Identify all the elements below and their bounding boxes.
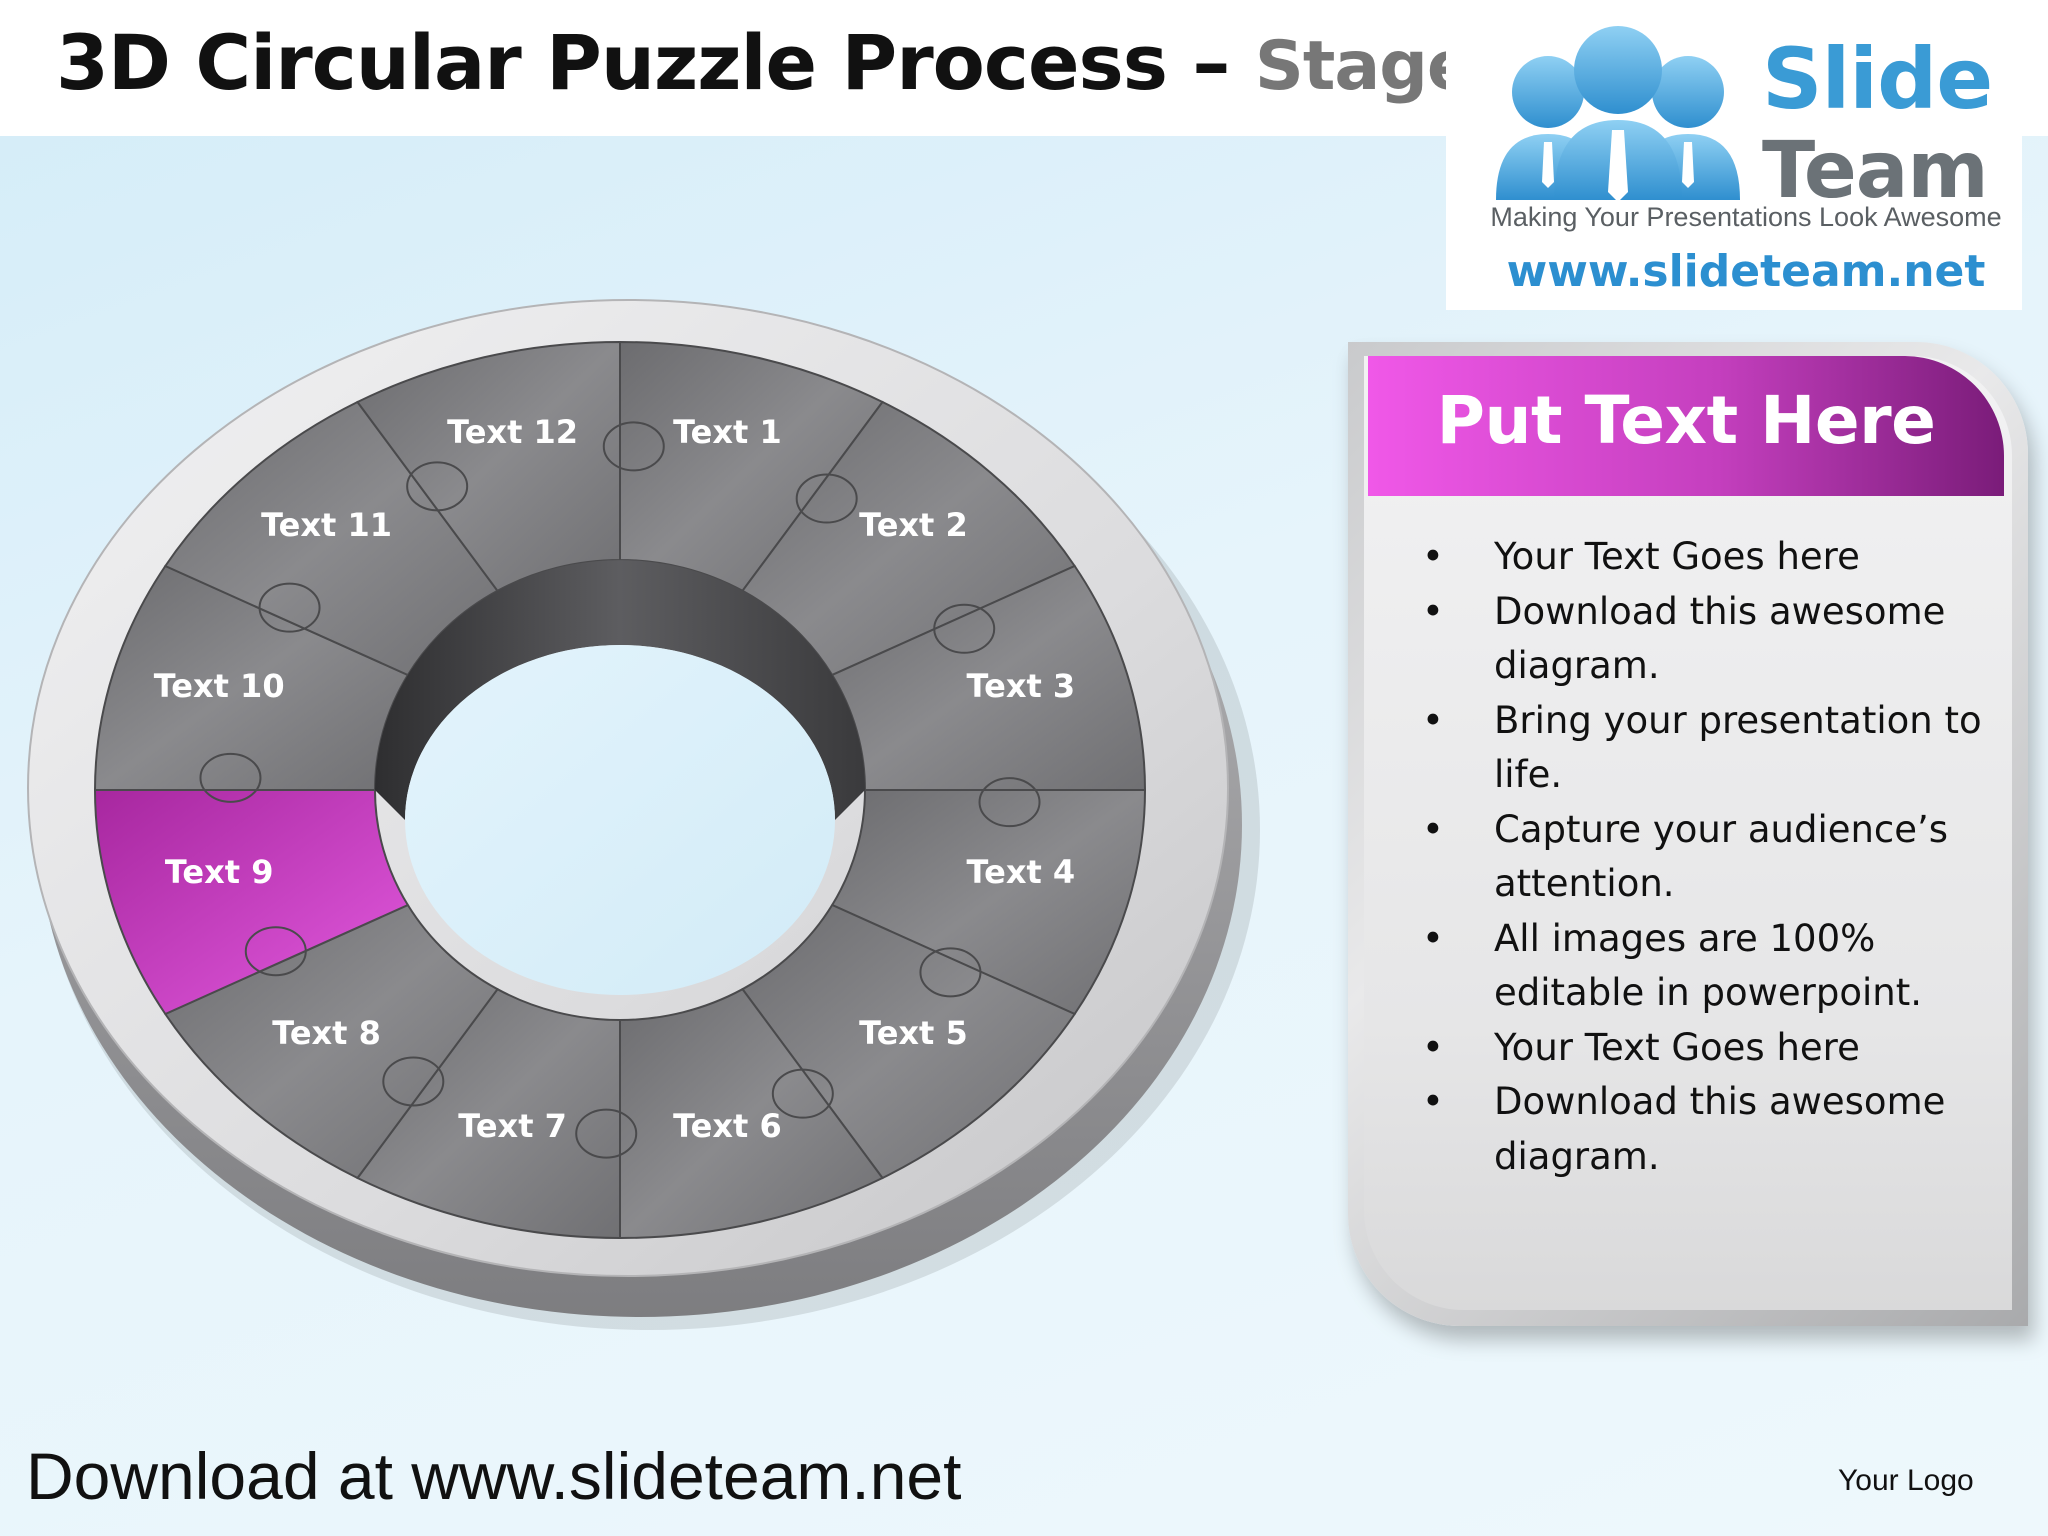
footer-logo-placeholder: Your Logo	[1838, 1464, 1974, 1497]
footer-download-link[interactable]: Download at www.slideteam.net	[26, 1439, 962, 1513]
bullet-dot-icon: •	[1422, 807, 1444, 851]
text-panel-header: Put Text Here	[1368, 356, 2004, 496]
bullet-item[interactable]: • Download this awesome diagram.	[1422, 585, 1982, 694]
puzzle-knob-5	[919, 947, 982, 998]
puzzle-piece-5[interactable]	[741, 903, 1077, 1180]
puzzle-piece-8[interactable]	[163, 903, 499, 1180]
puzzle-piece-7[interactable]	[355, 987, 621, 1240]
puzzle-piece-11[interactable]	[163, 400, 499, 677]
puzzle-piece-12[interactable]	[355, 340, 621, 593]
puzzle-piece-1[interactable]	[619, 340, 885, 593]
puzzle-pieces	[93, 340, 1147, 1240]
circular-puzzle-diagram: Text 1 Text 2 Text 3 Text 4 Text 5 Text 6 Text…	[27, 299, 1260, 1330]
inner-well	[375, 560, 865, 820]
logo-url[interactable]: www.slideteam.net	[1506, 246, 1986, 297]
puzzle-label-7: Text 7	[458, 1107, 567, 1145]
text-panel-body: Put Text Here • Your Text Goes here • Down…	[1364, 356, 2012, 1310]
puzzle-label-11: Text 11	[261, 506, 392, 544]
puzzle-label-10: Text 10	[154, 667, 285, 705]
puzzle-label-6: Text 6	[673, 1107, 782, 1145]
slide-title: 3D Circular Puzzle Process – Stages 12	[56, 18, 1628, 107]
puzzle-knob-7	[575, 1108, 638, 1159]
rim-edge	[27, 299, 1229, 1277]
bullet-dot-icon: •	[1422, 535, 1444, 578]
bullet-dot-icon: •	[1422, 698, 1444, 742]
puzzle-knob-2	[795, 473, 858, 524]
puzzle-piece-2[interactable]	[741, 400, 1077, 677]
puzzle-knob-1	[602, 421, 665, 472]
puzzle-label-12: Text 12	[447, 413, 578, 451]
bullet-item[interactable]: • All images are 100% editable in powerpo…	[1422, 912, 1982, 1021]
bullet-dot-icon: •	[1422, 1025, 1444, 1069]
bullet-item[interactable]: • Your Text Goes here	[1422, 1021, 1982, 1076]
logo-brand-top: Slide	[1762, 30, 1993, 128]
logo-tagline: Making Your Presentations Look Awesome	[1490, 202, 2002, 232]
bullet-text: Download this awesome diagram.	[1494, 589, 1946, 688]
bullet-text: Your Text Goes here	[1494, 535, 1860, 578]
bullet-item[interactable]: • Bring your presentation to life.	[1422, 694, 1982, 803]
bullet-dot-icon: •	[1422, 589, 1444, 633]
puzzle-knob-12	[406, 461, 469, 512]
puzzle-knob-3	[933, 603, 996, 654]
puzzle-knob-11	[258, 582, 321, 633]
bullet-item[interactable]: • Download this awesome diagram.	[1422, 1075, 1982, 1184]
puzzle-piece-4[interactable]	[830, 789, 1147, 1016]
puzzle-piece-9[interactable]	[93, 789, 410, 1016]
puzzle-label-3: Text 3	[967, 667, 1076, 705]
bullet-item[interactable]: • Capture your audience’s attention.	[1422, 803, 1982, 912]
bullet-text: Bring your presentation to life.	[1494, 698, 1982, 797]
bullet-list: • Your Text Goes here • Download this awes…	[1422, 530, 1982, 1184]
puzzle-piece-6[interactable]	[619, 987, 885, 1240]
bullet-text: All images are 100% editable in powerpoi…	[1494, 916, 1922, 1015]
bullet-text: Download this awesome diagram.	[1494, 1080, 1946, 1178]
puzzle-label-4: Text 4	[967, 853, 1076, 891]
bullet-text: Capture your audience’s attention.	[1494, 807, 1949, 906]
inner-hole	[405, 645, 835, 995]
puzzle-knobs	[199, 421, 1041, 1159]
puzzle-knob-10	[199, 752, 262, 803]
bullet-item[interactable]: • Your Text Goes here	[1422, 530, 1982, 585]
logo-brand-bottom: Team	[1762, 126, 1989, 216]
text-panel-title[interactable]: Put Text Here	[1436, 382, 1936, 459]
bullet-dot-icon: •	[1422, 1080, 1444, 1123]
puzzle-label-1: Text 1	[673, 413, 782, 451]
puzzle-label-2: Text 2	[859, 506, 968, 544]
bullet-dot-icon: •	[1422, 916, 1444, 960]
puzzle-labels: Text 1 Text 2 Text 3 Text 4 Text 5 Text 6 Text…	[154, 413, 1075, 1145]
puzzle-knob-6	[771, 1068, 834, 1119]
title-main: 3D Circular Puzzle Process –	[56, 18, 1230, 107]
puzzle-label-8: Text 8	[272, 1014, 381, 1052]
slideteam-logo[interactable]: Slide Team Making Your Presentations Loo…	[1446, 14, 2022, 310]
puzzle-knob-4	[978, 777, 1041, 828]
puzzle-knob-9	[244, 926, 307, 977]
text-panel: Put Text Here • Your Text Goes here • Down…	[1348, 342, 2028, 1326]
bullet-text: Your Text Goes here	[1494, 1025, 1860, 1069]
puzzle-label-5: Text 5	[859, 1014, 968, 1052]
puzzle-label-9: Text 9	[165, 853, 274, 891]
puzzle-knob-8	[382, 1056, 445, 1107]
people-icon	[1496, 26, 1740, 202]
